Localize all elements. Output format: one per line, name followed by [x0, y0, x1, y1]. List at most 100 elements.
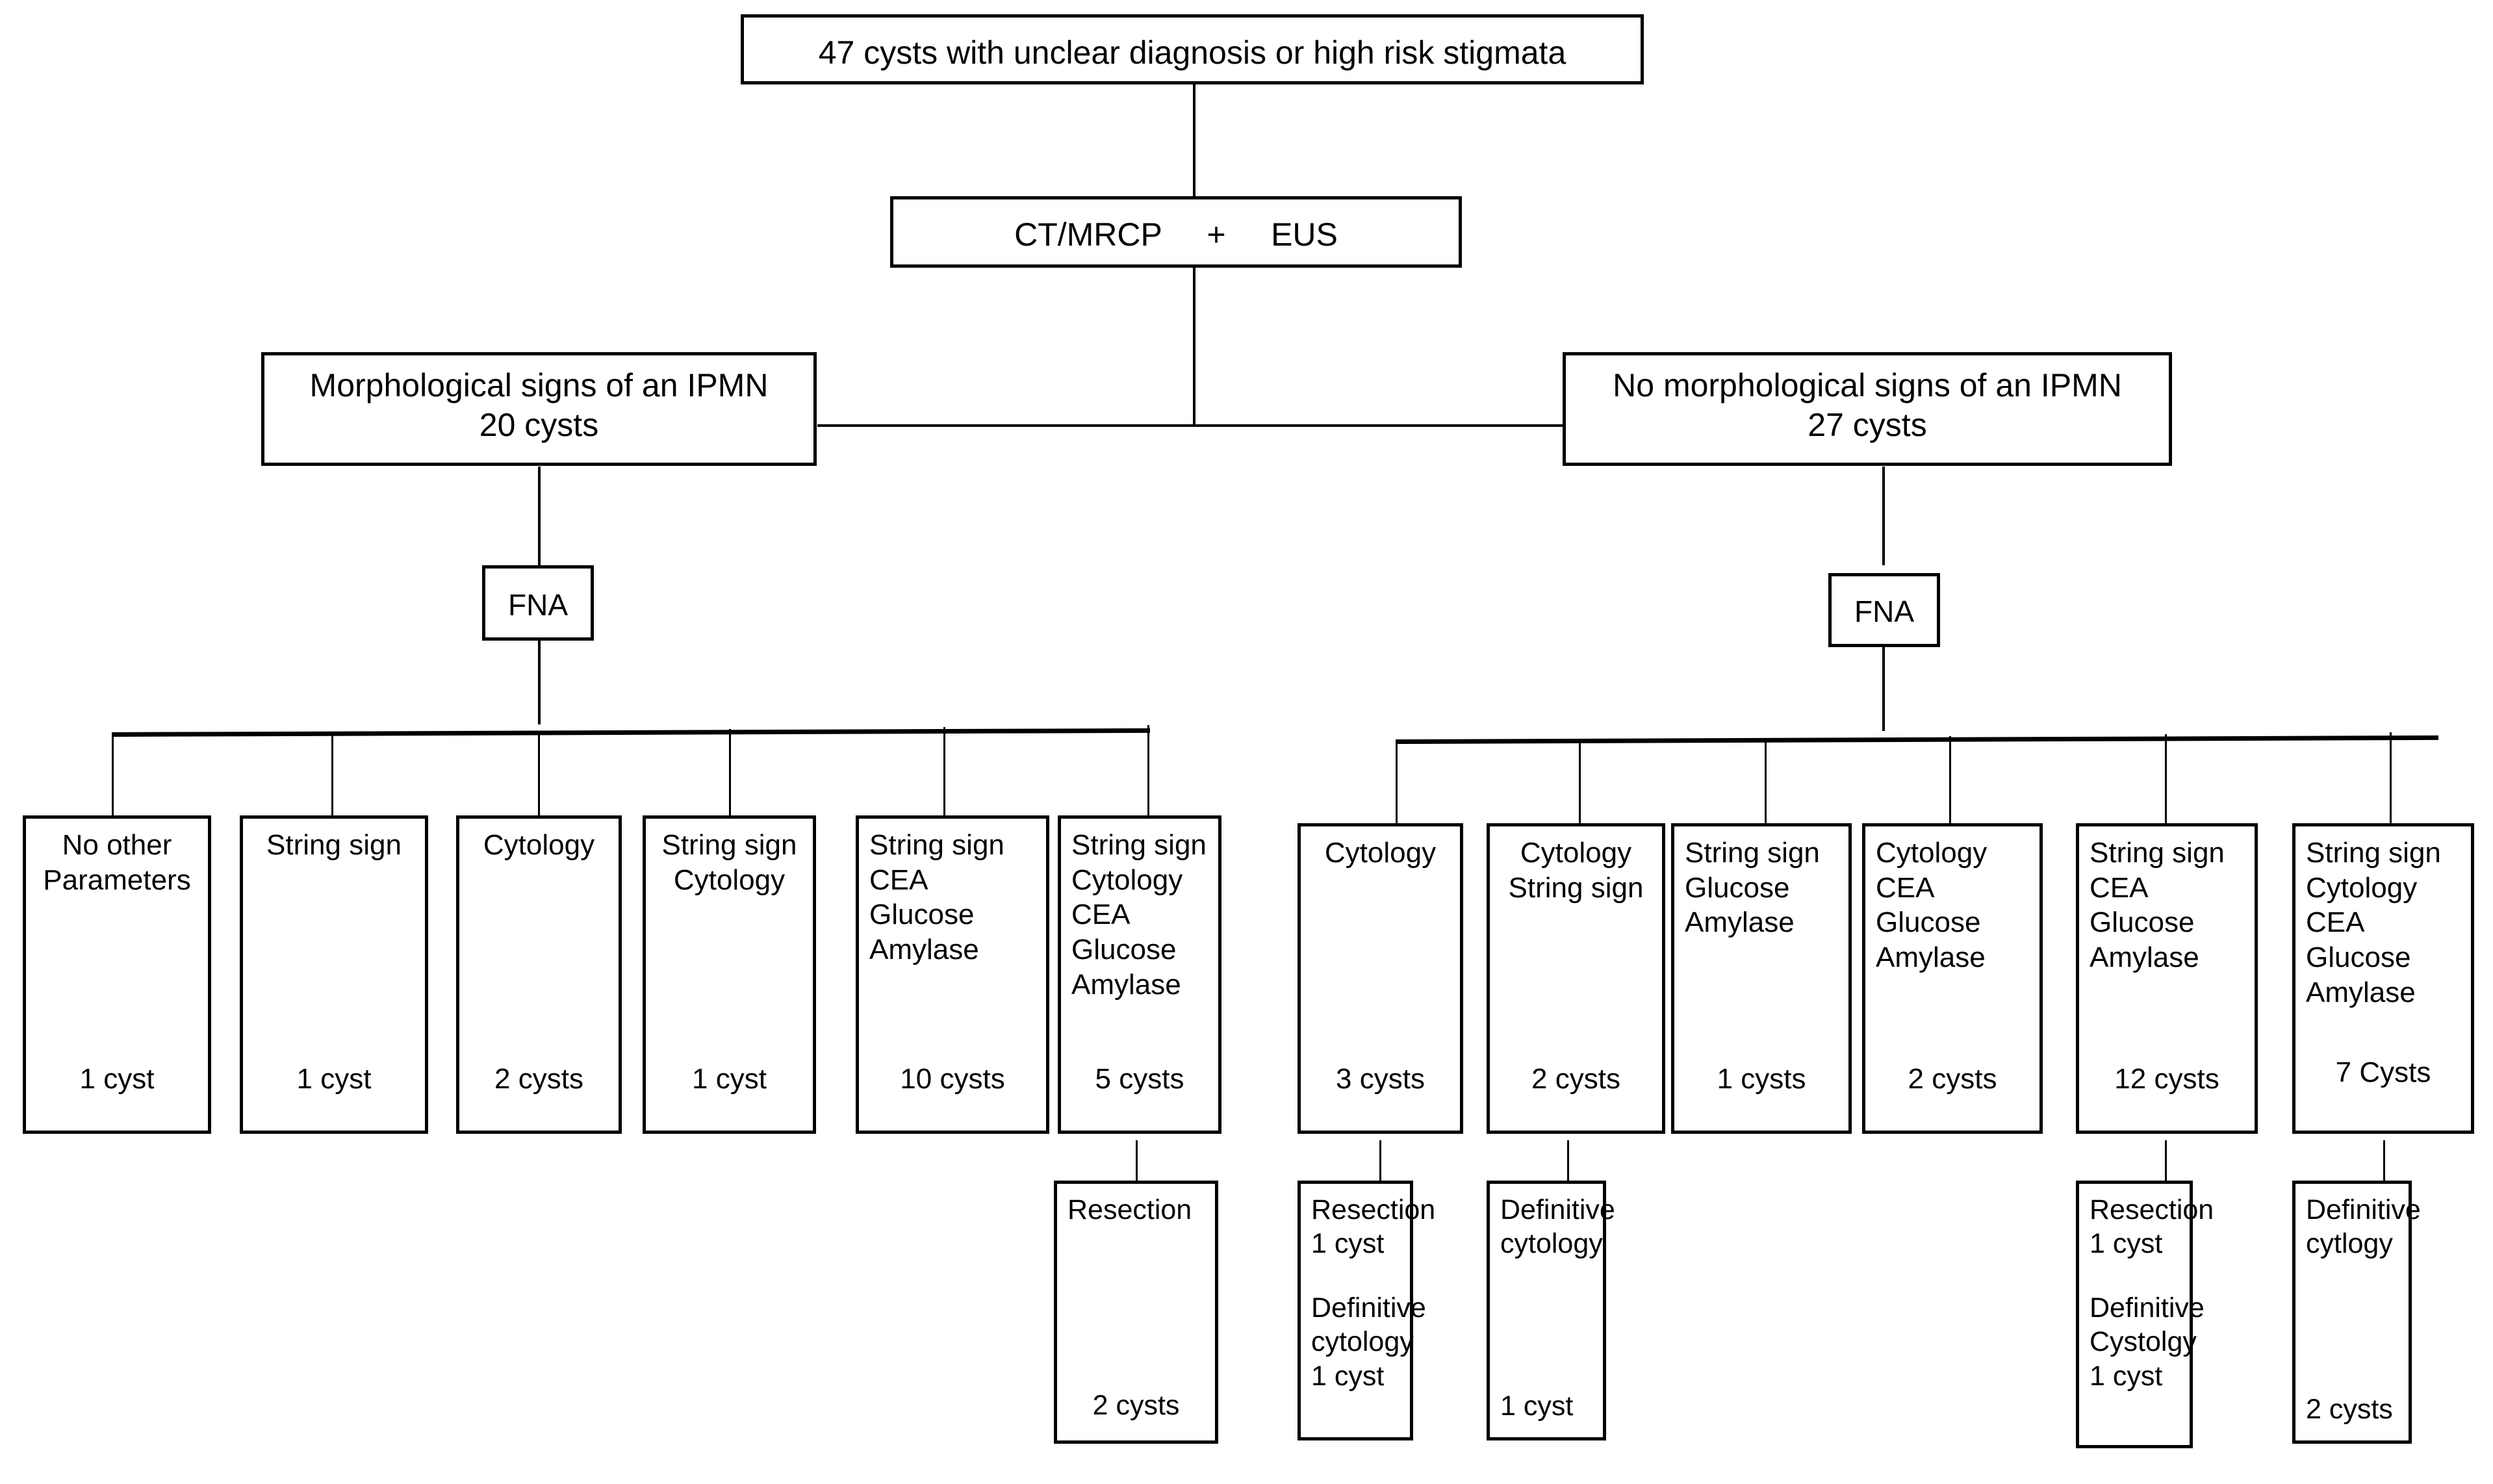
right-leaf-4-param-1: Cytology: [1876, 837, 1988, 869]
connector-outcome-5: [2383, 1140, 2385, 1181]
left-leaf-3-count: 2 cysts: [494, 1063, 583, 1095]
left-leaf-6-param-5: Amylase: [1071, 968, 1181, 1001]
connector-left-drop-3: [538, 731, 540, 815]
right-leaf-4-param-3: Glucose: [1876, 906, 1981, 939]
right-leaf-box-4: Cytology CEA Glucose Amylase 2 cysts: [1862, 823, 2043, 1134]
left-leaf-1-count: 1 cyst: [79, 1063, 155, 1095]
right-leaf-box-3: String sign Glucose Amylase 1 cysts: [1671, 823, 1852, 1134]
right-leaf-6-param-4: Glucose: [2306, 941, 2411, 974]
left-leaf-box-4: String sign Cytology 1 cyst: [643, 815, 816, 1134]
outcome-5-bottom-1: 2 cysts: [2306, 1393, 2393, 1425]
right-leaf-2-count: 2 cysts: [1531, 1063, 1620, 1095]
outcome-4-top-2: 1 cyst: [2090, 1228, 2163, 1260]
branch-left-line1: Morphological signs of an IPMN: [309, 367, 769, 403]
connector-right-drop-4: [1949, 736, 1951, 823]
connector-right-drop-5: [2165, 734, 2167, 823]
outcome-4-top-5: Cystolgy: [2090, 1326, 2197, 1358]
right-leaf-6-param-3: CEA: [2306, 906, 2365, 939]
outcome-box-5: Definitive cytlogy 2 cysts: [2292, 1181, 2421, 1444]
connector-left-drop-2: [331, 732, 333, 815]
outcome-3-top-2: cytology: [1500, 1228, 1603, 1260]
imaging-box: CT/MRCP + EUS: [890, 196, 1462, 268]
branch-left-box: Morphological signs of an IPMN 20 cysts: [261, 352, 817, 466]
right-leaf-4-param-4: Amylase: [1876, 941, 1986, 974]
right-leaf-5-param-2: CEA: [2090, 871, 2149, 904]
branch-right-box: No morphological signs of an IPMN 27 cys…: [1563, 352, 2172, 466]
root-box-label: 47 cysts with unclear diagnosis or high …: [818, 34, 1566, 71]
connector-right-fna-down: [1882, 646, 1885, 731]
outcome-box-4: Resection 1 cyst Definitive Cystolgy 1 c…: [2076, 1181, 2214, 1448]
outcome-4-top-1: Resection: [2090, 1194, 2214, 1225]
right-leaf-4-param-2: CEA: [1876, 871, 1935, 904]
fna-right-box: FNA: [1828, 573, 1940, 647]
left-leaf-5-param-3: Glucose: [869, 899, 975, 931]
right-leaf-6-param-2: Cytology: [2306, 871, 2418, 904]
branch-right-line2: 27 cysts: [1808, 407, 1927, 443]
outcome-2-top-2: 1 cyst: [1311, 1228, 1385, 1260]
outcome-2-top-4: Definitive: [1311, 1292, 1426, 1324]
outcome-3-bottom-1: 1 cyst: [1500, 1390, 1574, 1422]
right-leaf-3-count: 1 cysts: [1717, 1063, 1806, 1095]
connector-left-fna-down: [538, 640, 541, 724]
outcome-2-top-5: cytology: [1311, 1326, 1414, 1358]
right-leaf-box-2: Cytology String sign 2 cysts: [1487, 823, 1665, 1134]
connector-right-distributor-bar: [1395, 735, 2439, 744]
right-leaf-3-param-3: Amylase: [1685, 906, 1795, 939]
connector-right-drop-3: [1765, 738, 1767, 823]
right-leaf-box-5: String sign CEA Glucose Amylase 12 cysts: [2076, 823, 2258, 1134]
right-leaf-5-param-3: Glucose: [2090, 906, 2195, 939]
right-leaf-box-6: String sign Cytology CEA Glucose Amylase…: [2292, 823, 2474, 1134]
connector-right-drop-1: [1396, 741, 1398, 823]
connector-left-branch-to-fna: [538, 467, 541, 565]
connector-outcome-1: [1136, 1140, 1138, 1181]
right-leaf-6-count: 7 Cysts: [2335, 1056, 2431, 1089]
connector-outcome-4: [2165, 1140, 2167, 1181]
outcome-2-top-3: [1311, 1261, 1400, 1291]
connector-right-branch-to-fna: [1882, 467, 1885, 565]
connector-left-distributor-bar: [111, 728, 1151, 737]
left-leaf-3-param-1: Cytology: [483, 829, 595, 861]
left-leaf-6-param-3: CEA: [1071, 899, 1131, 931]
right-leaf-6-param-5: Amylase: [2306, 976, 2416, 1008]
connector-left-drop-1: [112, 734, 114, 815]
outcome-box-2: Resection 1 cyst Definitive cytology 1 c…: [1298, 1181, 1435, 1440]
right-leaf-1-param-1: Cytology: [1324, 837, 1437, 869]
outcome-5-top-1: Definitive: [2306, 1194, 2421, 1225]
left-leaf-4-param-2: Cytology: [673, 864, 786, 896]
connector-branch-horizontal: [817, 424, 1563, 427]
imaging-box-label: CT/MRCP + EUS: [1014, 216, 1338, 253]
connector-left-drop-4: [729, 729, 731, 815]
left-leaf-4-param-1: String sign: [661, 829, 797, 861]
connector-right-drop-2: [1579, 739, 1581, 823]
branch-left-line2: 20 cysts: [479, 407, 599, 443]
left-leaf-1-param-1: No other: [62, 829, 172, 861]
root-box: 47 cysts with unclear diagnosis or high …: [741, 14, 1644, 84]
connector-outcome-3: [1567, 1140, 1569, 1181]
left-leaf-6-count: 5 cysts: [1095, 1063, 1184, 1095]
left-leaf-box-2: String sign 1 cyst: [240, 815, 428, 1134]
connector-left-drop-6: [1147, 725, 1149, 815]
right-leaf-5-param-1: String sign: [2090, 837, 2225, 869]
outcome-5-top-2: cytlogy: [2306, 1228, 2393, 1260]
left-leaf-box-3: Cytology 2 cysts: [456, 815, 622, 1134]
connector-imaging-down: [1193, 266, 1195, 426]
outcome-1-bottom-1: 2 cysts: [1092, 1389, 1180, 1421]
fna-left-box: FNA: [482, 565, 594, 641]
right-leaf-3-param-1: String sign: [1685, 837, 1820, 869]
right-leaf-4-count: 2 cysts: [1908, 1063, 1997, 1095]
left-leaf-5-param-2: CEA: [869, 864, 928, 896]
fna-left-label: FNA: [508, 588, 568, 622]
outcome-4-top-4: Definitive: [2090, 1292, 2205, 1324]
right-leaf-5-param-4: Amylase: [2090, 941, 2199, 974]
right-leaf-1-count: 3 cysts: [1336, 1063, 1425, 1095]
right-leaf-6-param-1: String sign: [2306, 837, 2441, 869]
left-leaf-6-param-1: String sign: [1071, 829, 1207, 861]
left-leaf-2-count: 1 cyst: [296, 1063, 372, 1095]
right-leaf-box-1: Cytology 3 cysts: [1298, 823, 1463, 1134]
left-leaf-2-param-1: String sign: [266, 829, 402, 861]
outcome-4-top-3: [2090, 1261, 2179, 1291]
connector-root-to-imaging: [1193, 83, 1195, 200]
left-leaf-box-1: No other Parameters 1 cyst: [23, 815, 211, 1134]
outcome-box-1: Resection 2 cysts: [1054, 1181, 1218, 1444]
left-leaf-box-6: String sign Cytology CEA Glucose Amylase…: [1058, 815, 1221, 1134]
